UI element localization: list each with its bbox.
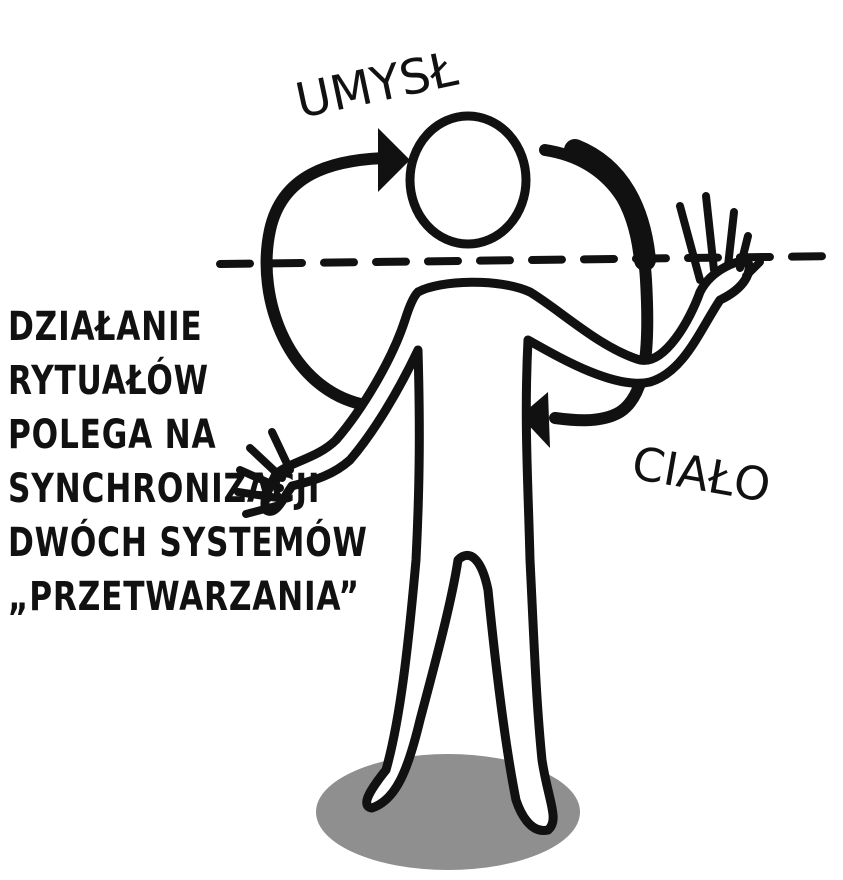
caption-line: RYTUAŁÓW [8,354,289,408]
caption-line: DWÓCH SYSTEMÓW [8,516,289,570]
caption-line: SYNCHRONIZACJI [8,462,289,516]
mind-label: UMYSŁ [291,41,462,130]
caption-line: POLEGA NA [8,408,289,462]
right-arrow-thick [575,150,645,260]
left-arrowhead-icon [378,128,410,192]
caption-line: „PRZETWARZANIA” [8,570,289,624]
ritual-caption: DZIAŁANIE RYTUAŁÓW POLEGA NA SYNCHRONIZA… [8,300,289,624]
caption-line: DZIAŁANIE [8,300,289,354]
body-label: CIAŁO [628,436,774,513]
figure-head [410,116,526,244]
